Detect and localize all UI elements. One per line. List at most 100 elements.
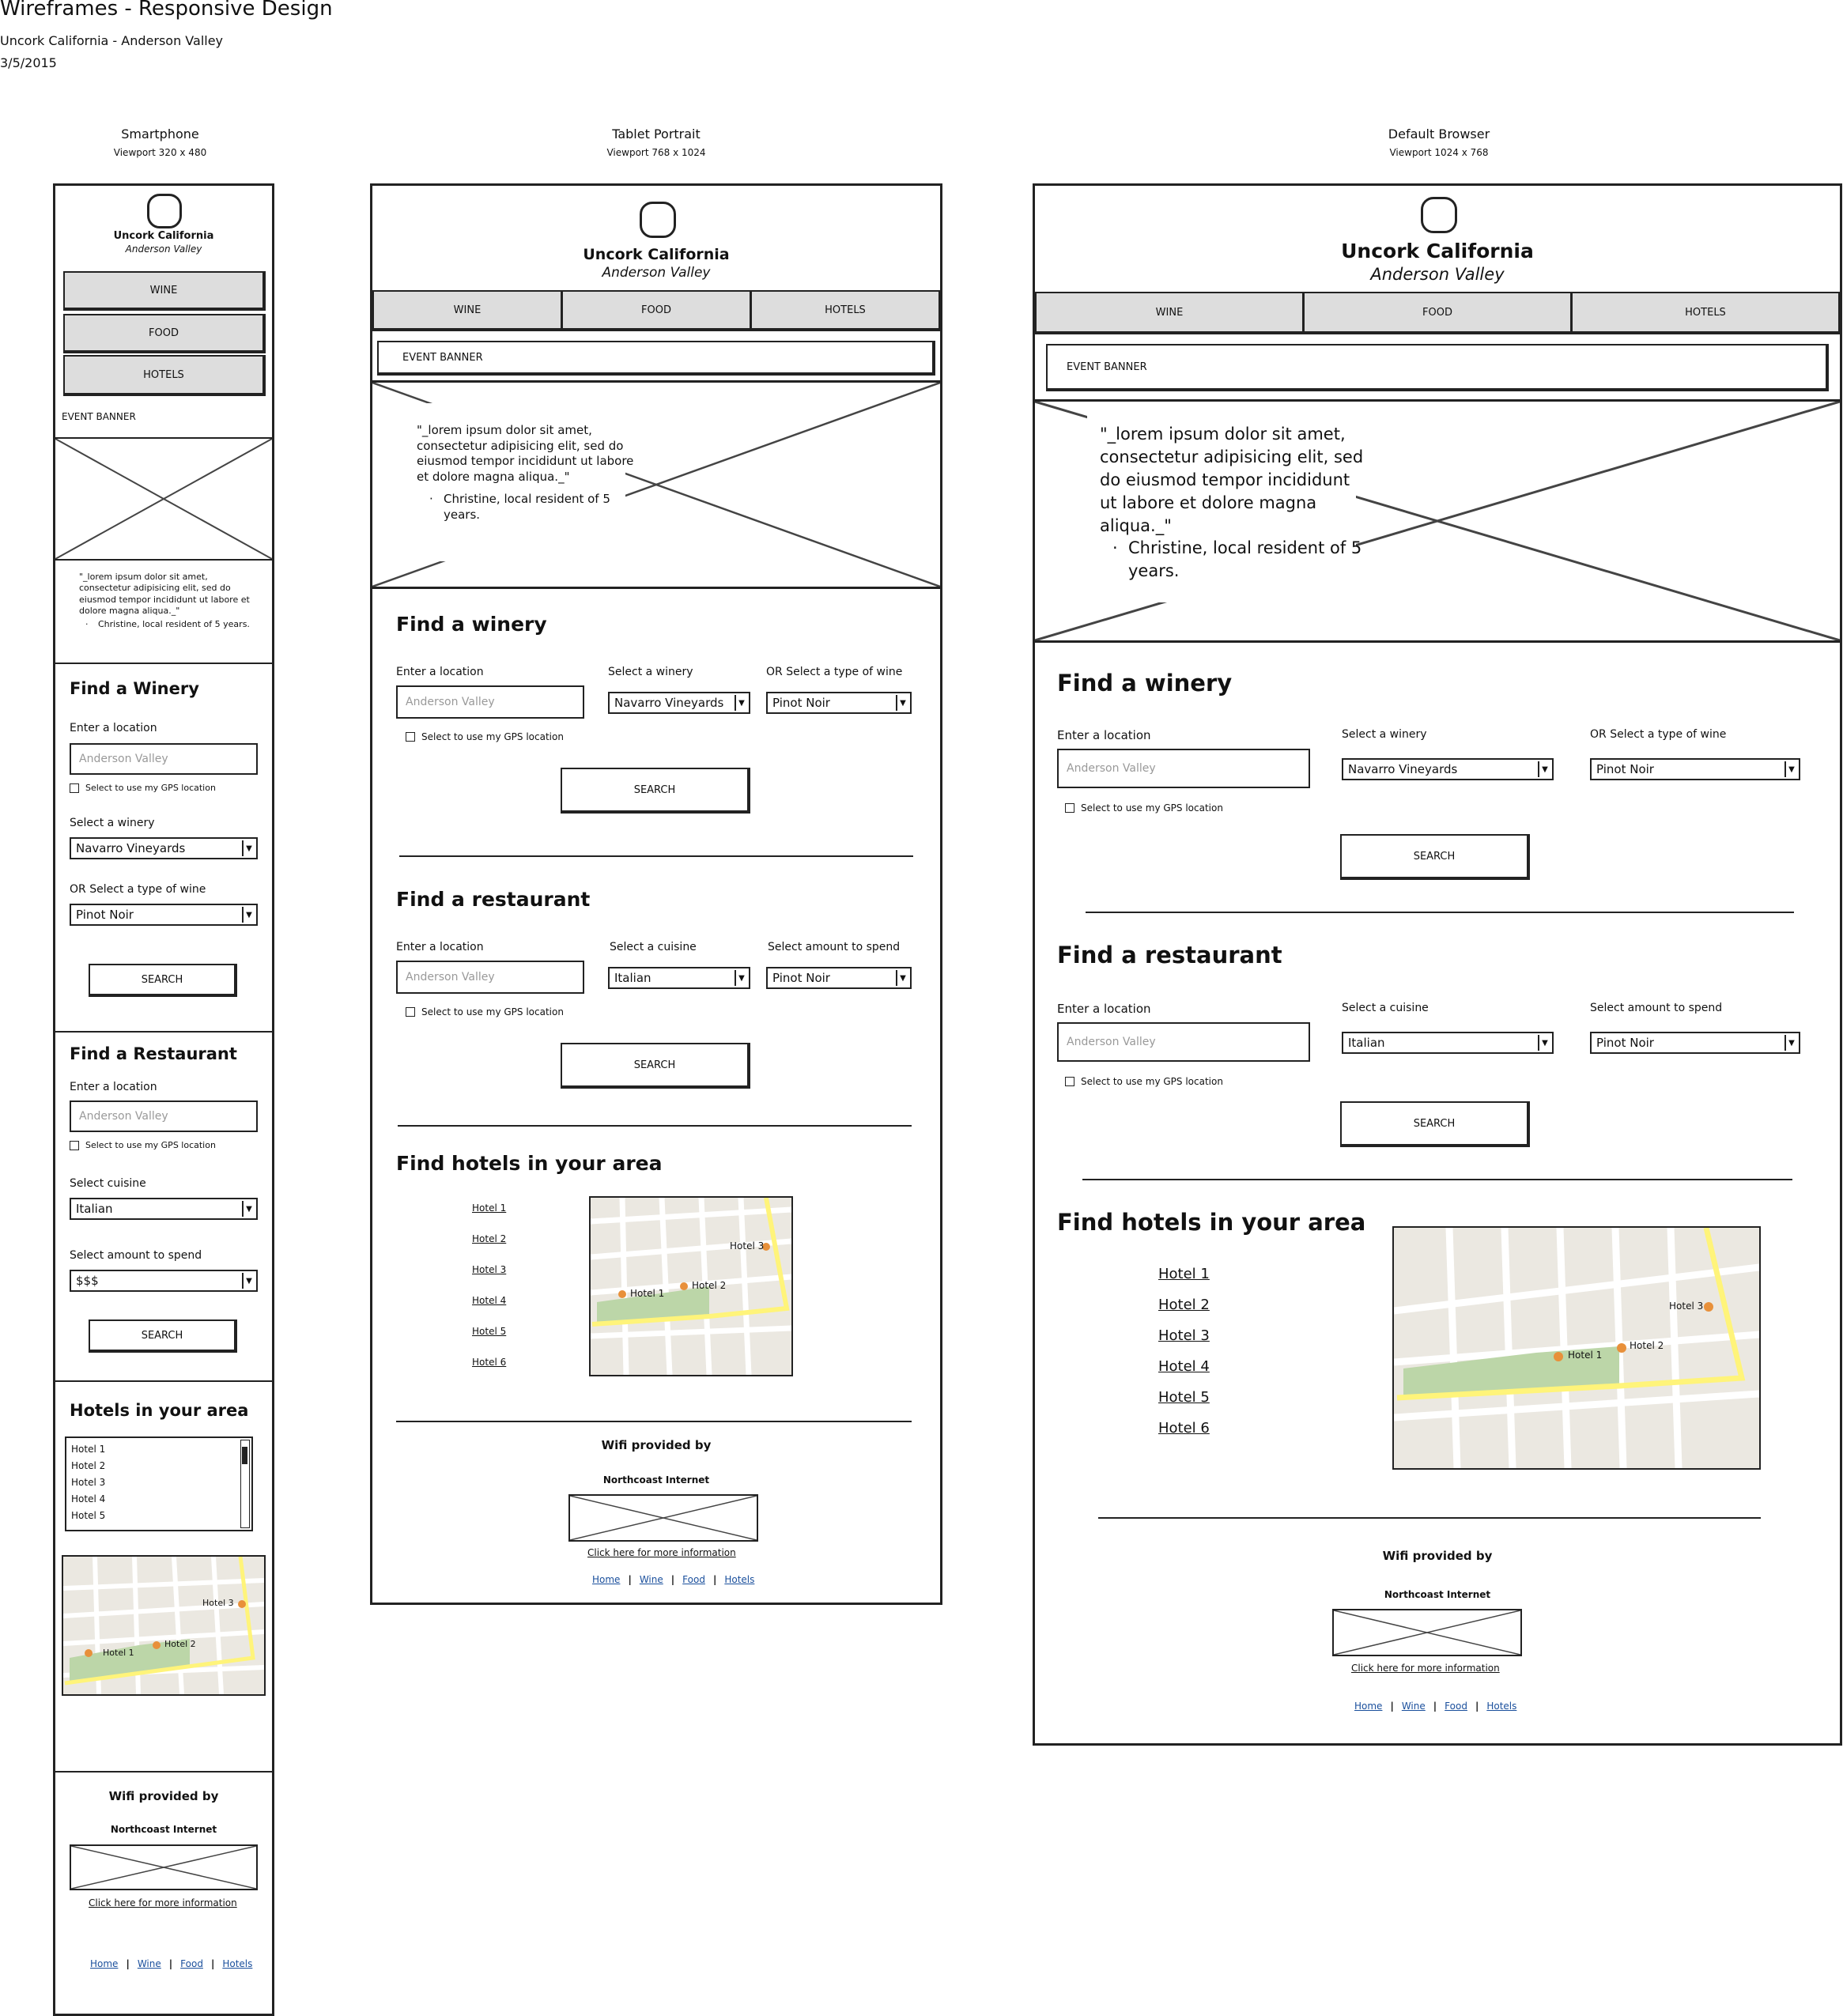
event-banner[interactable]: EVENT BANNER xyxy=(1046,344,1829,391)
hotel-list-item[interactable]: Hotel 3 xyxy=(71,1477,106,1488)
tablet-viewport: Viewport 768 x 1024 xyxy=(606,147,706,158)
cuisine-select[interactable]: Italian▼ xyxy=(1342,1032,1554,1054)
winery-search-button[interactable]: SEARCH xyxy=(561,768,750,814)
event-banner[interactable]: EVENT BANNER xyxy=(62,411,136,422)
restaurant-search-button[interactable]: SEARCH xyxy=(1340,1101,1530,1147)
winery-search-button[interactable]: SEARCH xyxy=(89,964,237,997)
section-divider xyxy=(55,1031,272,1033)
footer-link-hotels[interactable]: Hotels xyxy=(222,1958,253,1969)
hotel-list-item[interactable]: Hotel 5 xyxy=(71,1510,106,1521)
amount-select[interactable]: Pinot Noir▼ xyxy=(1590,1032,1800,1054)
winery-gps-checkbox[interactable]: Select to use my GPS location xyxy=(1065,802,1223,814)
nav-hotels-button[interactable]: HOTELS xyxy=(63,355,266,396)
restaurant-section-title: Find a Restaurant xyxy=(70,1044,237,1063)
hotel-link-5[interactable]: Hotel 5 xyxy=(472,1326,507,1337)
testimonial-author: ·Christine, local resident of 5 years. xyxy=(429,492,610,522)
hotel-listbox[interactable]: Hotel 1 Hotel 2 Hotel 3 Hotel 4 Hotel 5 xyxy=(65,1436,253,1531)
wifi-provided-by: Wifi provided by xyxy=(601,1438,712,1452)
footer-link-food[interactable]: Food xyxy=(1445,1701,1467,1712)
winery-select[interactable]: Navarro Vineyards▼ xyxy=(608,692,750,714)
amount-select[interactable]: $$$▼ xyxy=(70,1270,258,1292)
hotel-link-3[interactable]: Hotel 3 xyxy=(472,1264,507,1275)
winery-gps-checkbox[interactable]: Select to use my GPS location xyxy=(70,783,216,793)
footer-link-wine[interactable]: Wine xyxy=(639,1574,663,1585)
hotel-link-1[interactable]: Hotel 1 xyxy=(1158,1266,1210,1282)
site-name: Uncork California xyxy=(113,230,214,242)
hotel-map[interactable]: Hotel 1 Hotel 2 Hotel 3 xyxy=(589,1196,793,1376)
hotel-link-5[interactable]: Hotel 5 xyxy=(1158,1389,1210,1406)
footer-separator: | xyxy=(1433,1701,1437,1712)
restaurant-section-title: Find a restaurant xyxy=(1057,942,1282,968)
chevron-down-icon: ▼ xyxy=(896,970,908,986)
hotel-link-2[interactable]: Hotel 2 xyxy=(472,1233,507,1244)
amount-select[interactable]: Pinot Noir▼ xyxy=(766,967,912,989)
amount-label: Select amount to spend xyxy=(70,1249,202,1262)
restaurant-search-button[interactable]: SEARCH xyxy=(89,1319,237,1353)
desktop-viewport: Viewport 1024 x 768 xyxy=(1389,147,1489,158)
smartphone-column-title: Smartphone xyxy=(121,126,199,142)
hotel-link-4[interactable]: Hotel 4 xyxy=(472,1295,507,1306)
event-banner[interactable]: EVENT BANNER xyxy=(377,341,935,376)
wifi-provided-by: Wifi provided by xyxy=(108,1789,219,1803)
hotel-list-item[interactable]: Hotel 1 xyxy=(71,1444,106,1455)
wine-type-select[interactable]: Pinot Noir▼ xyxy=(1590,758,1800,780)
footer-nav: Home| Wine| Food| Hotels xyxy=(1354,1701,1516,1712)
nav-wine-button[interactable]: WINE xyxy=(372,290,562,331)
footer-link-home[interactable]: Home xyxy=(592,1574,621,1585)
more-info-link[interactable]: Click here for more information xyxy=(587,1547,736,1558)
footer-link-wine[interactable]: Wine xyxy=(1401,1701,1426,1712)
chevron-down-icon: ▼ xyxy=(242,907,255,923)
more-info-link[interactable]: Click here for more information xyxy=(89,1897,237,1908)
nav-food-button[interactable]: FOOD xyxy=(1303,292,1572,334)
restaurant-location-input[interactable]: Anderson Valley xyxy=(396,961,584,994)
nav-wine-button[interactable]: WINE xyxy=(63,271,266,311)
hotel-list-item[interactable]: Hotel 2 xyxy=(71,1460,106,1471)
footer-link-wine[interactable]: Wine xyxy=(137,1958,161,1969)
footer-link-food[interactable]: Food xyxy=(682,1574,705,1585)
hotel-map[interactable]: Hotel 1 Hotel 2 Hotel 3 xyxy=(62,1555,266,1696)
nav-food-button[interactable]: FOOD xyxy=(561,290,751,331)
wine-type-select[interactable]: Pinot Noir▼ xyxy=(70,904,258,926)
more-info-link[interactable]: Click here for more information xyxy=(1351,1663,1500,1674)
winery-gps-checkbox[interactable]: Select to use my GPS location xyxy=(406,731,564,742)
winery-location-input[interactable]: Anderson Valley xyxy=(396,685,584,719)
footer-link-home[interactable]: Home xyxy=(1354,1701,1383,1712)
nav-hotels-button[interactable]: HOTELS xyxy=(1571,292,1840,334)
winery-select[interactable]: Navarro Vineyards▼ xyxy=(70,837,258,859)
footer-link-food[interactable]: Food xyxy=(180,1958,203,1969)
cuisine-label: Select a cuisine xyxy=(610,941,697,953)
hotel-link-3[interactable]: Hotel 3 xyxy=(1158,1327,1210,1344)
restaurant-location-input[interactable]: Anderson Valley xyxy=(1057,1022,1310,1062)
winery-location-input[interactable]: Anderson Valley xyxy=(1057,749,1310,788)
hotel-link-6[interactable]: Hotel 6 xyxy=(1158,1420,1210,1436)
cuisine-select[interactable]: Italian▼ xyxy=(70,1198,258,1220)
winery-select[interactable]: Navarro Vineyards▼ xyxy=(1342,758,1554,780)
cuisine-select[interactable]: Italian▼ xyxy=(608,967,750,989)
footer-link-hotels[interactable]: Hotels xyxy=(1486,1701,1517,1712)
hero-image-placeholder xyxy=(1035,399,1840,643)
winery-location-input[interactable]: Anderson Valley xyxy=(70,743,258,775)
footer-link-home[interactable]: Home xyxy=(90,1958,119,1969)
hotel-link-6[interactable]: Hotel 6 xyxy=(472,1357,507,1368)
restaurant-location-input[interactable]: Anderson Valley xyxy=(70,1100,258,1132)
restaurant-gps-checkbox[interactable]: Select to use my GPS location xyxy=(70,1140,216,1150)
restaurant-search-button[interactable]: SEARCH xyxy=(561,1043,750,1089)
quote-card xyxy=(404,403,625,561)
hotel-link-2[interactable]: Hotel 2 xyxy=(1158,1297,1210,1313)
hotel-link-1[interactable]: Hotel 1 xyxy=(472,1202,507,1214)
footer-link-hotels[interactable]: Hotels xyxy=(724,1574,755,1585)
listbox-scrollbar[interactable] xyxy=(240,1440,250,1528)
wifi-provider-name: Northcoast Internet xyxy=(110,1824,217,1835)
winery-search-button[interactable]: SEARCH xyxy=(1340,834,1530,880)
restaurant-gps-checkbox[interactable]: Select to use my GPS location xyxy=(1065,1076,1223,1087)
chevron-down-icon: ▼ xyxy=(1784,1035,1797,1051)
hotel-list-item[interactable]: Hotel 4 xyxy=(71,1493,106,1504)
hotel-link-4[interactable]: Hotel 4 xyxy=(1158,1358,1210,1375)
wine-type-select[interactable]: Pinot Noir▼ xyxy=(766,692,912,714)
hotel-map[interactable]: Hotel 1 Hotel 2 Hotel 3 xyxy=(1392,1226,1761,1470)
nav-food-button[interactable]: FOOD xyxy=(63,314,266,353)
nav-wine-button[interactable]: WINE xyxy=(1035,292,1304,334)
scrollbar-thumb[interactable] xyxy=(242,1447,247,1464)
nav-hotels-button[interactable]: HOTELS xyxy=(750,290,940,331)
restaurant-gps-checkbox[interactable]: Select to use my GPS location xyxy=(406,1006,564,1017)
